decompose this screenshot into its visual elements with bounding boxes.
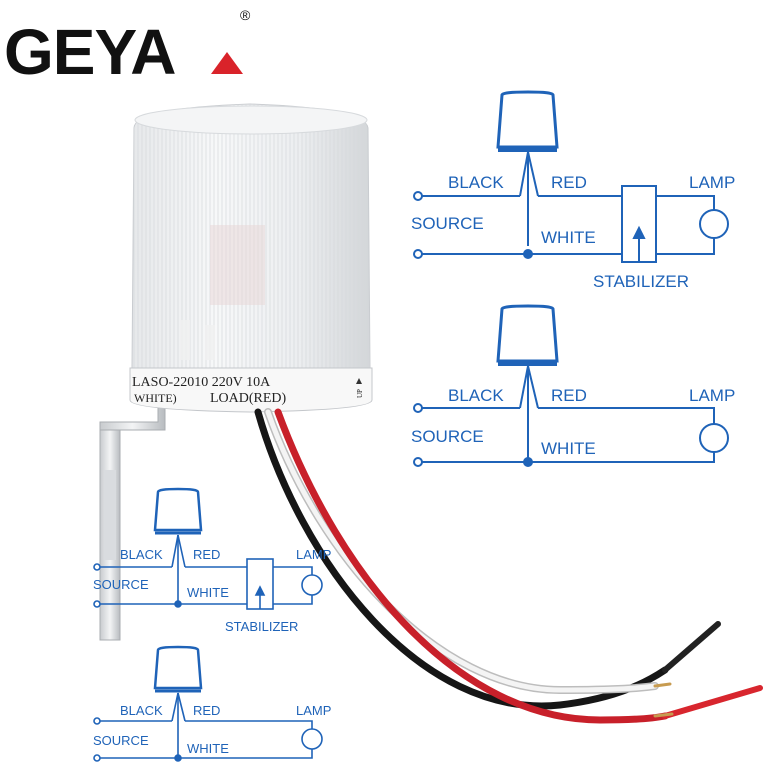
label-black: BLACK bbox=[120, 703, 163, 718]
sensor-icon bbox=[496, 304, 559, 462]
label-white: WHITE bbox=[541, 228, 596, 247]
label-lamp: LAMP bbox=[296, 547, 331, 562]
label-source: SOURCE bbox=[411, 427, 484, 446]
wiring-diagram-small-stabilizer: BLACK RED LAMP SOURCE WHITE STABILIZER bbox=[93, 487, 331, 634]
white-wire-inner bbox=[265, 409, 658, 693]
photocontrol-sensor: LASO-22010 220V 10A WHITE) LOAD(RED) UP bbox=[99, 103, 763, 724]
label-stabilizer: STABILIZER bbox=[593, 272, 689, 291]
product-white-label: WHITE) bbox=[134, 391, 177, 405]
label-white: WHITE bbox=[187, 585, 229, 600]
label-red: RED bbox=[193, 703, 220, 718]
label-source: SOURCE bbox=[93, 577, 149, 592]
circuit-lines bbox=[413, 403, 729, 467]
circuit-lines bbox=[93, 558, 323, 610]
label-stabilizer: STABILIZER bbox=[225, 619, 298, 634]
circuit-lines bbox=[93, 717, 323, 762]
brand-name: GEYA bbox=[4, 16, 176, 88]
brand-accent-triangle bbox=[211, 52, 243, 74]
sensor-base-ring: LASO-22010 220V 10A WHITE) LOAD(RED) UP bbox=[129, 367, 373, 413]
up-arrow-icon bbox=[356, 378, 362, 384]
product-load-label: LOAD(RED) bbox=[210, 391, 287, 406]
wiring-diagram-small-direct: BLACK RED LAMP SOURCE WHITE bbox=[93, 645, 331, 762]
label-red: RED bbox=[551, 386, 587, 405]
red-wire-tip bbox=[662, 685, 763, 719]
label-source: SOURCE bbox=[93, 733, 149, 748]
label-lamp: LAMP bbox=[296, 703, 331, 718]
white-wire-tip bbox=[653, 682, 672, 688]
label-black: BLACK bbox=[120, 547, 163, 562]
label-black: BLACK bbox=[448, 173, 504, 192]
red-wire bbox=[274, 408, 669, 724]
black-wire-tip bbox=[662, 621, 721, 673]
label-red: RED bbox=[551, 173, 587, 192]
circuit-lines bbox=[413, 185, 729, 263]
sensor-icon bbox=[496, 90, 559, 246]
sensor-icon bbox=[153, 487, 203, 604]
sensor-dome bbox=[131, 103, 371, 369]
wiring-diagram-large-direct: BLACK RED LAMP SOURCE WHITE bbox=[411, 304, 735, 467]
wiring-diagram-large-stabilizer: BLACK RED LAMP SOURCE WHITE STABILIZER bbox=[411, 90, 735, 291]
brand-logo: GEYA ® bbox=[4, 7, 251, 88]
label-lamp: LAMP bbox=[689, 386, 735, 405]
sensor-wires bbox=[254, 408, 763, 724]
registered-mark: ® bbox=[240, 7, 251, 23]
label-source: SOURCE bbox=[411, 214, 484, 233]
label-white: WHITE bbox=[541, 439, 596, 458]
label-white: WHITE bbox=[187, 741, 229, 756]
product-model-label: LASO-22010 220V 10A bbox=[132, 375, 271, 390]
sensor-icon bbox=[153, 645, 203, 758]
mounting-bracket bbox=[99, 407, 166, 641]
label-lamp: LAMP bbox=[689, 173, 735, 192]
label-black: BLACK bbox=[448, 386, 504, 405]
product-up-label: UP bbox=[356, 389, 364, 398]
label-red: RED bbox=[193, 547, 220, 562]
